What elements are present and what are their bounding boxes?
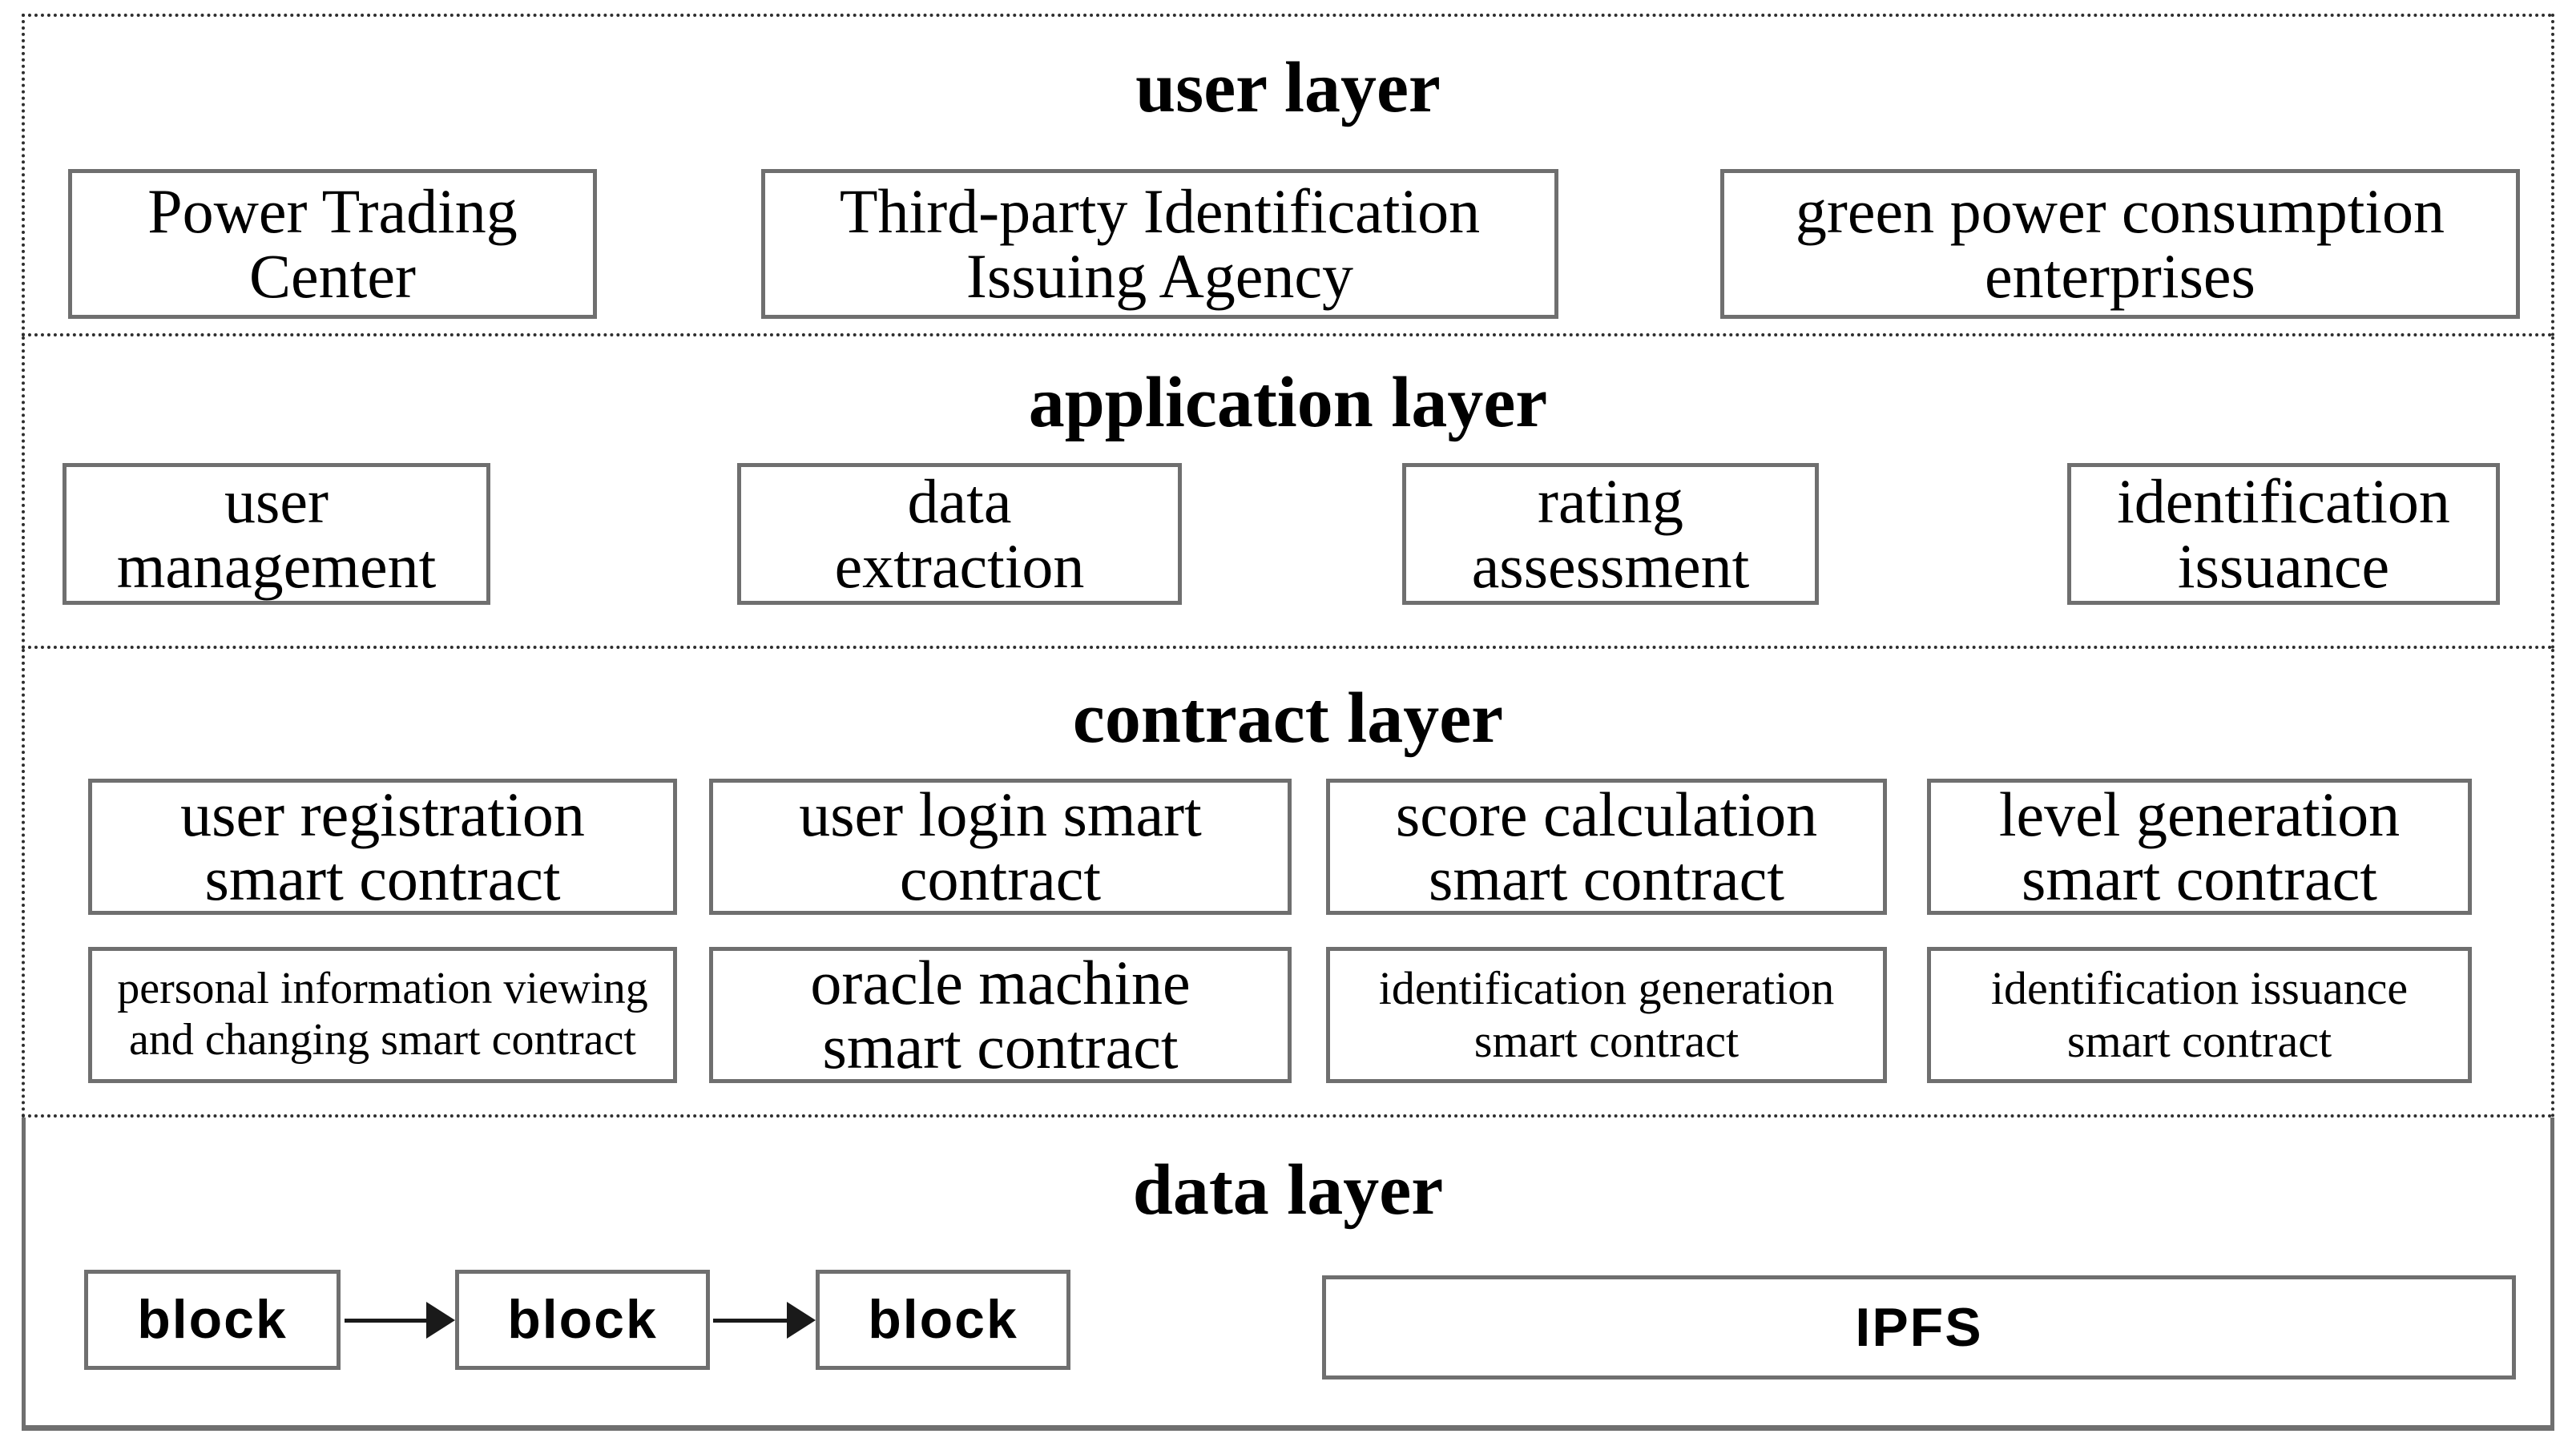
box-identification-generation-smart-contract: identification generation smart contract bbox=[1326, 947, 1887, 1083]
user-layer-title: user layer bbox=[1135, 48, 1441, 127]
box-score-calculation-smart-contract: score calculation smart contract bbox=[1326, 779, 1887, 915]
box-personal-information-viewing-and-changing-smart-contract: personal information viewing and changin… bbox=[88, 947, 677, 1083]
box-user-management: user management bbox=[62, 463, 490, 605]
box-identification-issuance-smart-contract: identification issuance smart contract bbox=[1927, 947, 2472, 1083]
user-layer-band: user layer bbox=[22, 14, 2554, 336]
box-user-registration-smart-contract: user registration smart contract bbox=[88, 779, 677, 915]
data-layer-band: data layer bbox=[22, 1118, 2554, 1431]
contract-layer-title: contract layer bbox=[1072, 679, 1504, 758]
box-oracle-machine-smart-contract: oracle machine smart contract bbox=[709, 947, 1292, 1083]
box-level-generation-smart-contract: level generation smart contract bbox=[1927, 779, 2472, 915]
box-data-extraction: data extraction bbox=[737, 463, 1182, 605]
application-layer-band: application layer bbox=[22, 336, 2554, 649]
box-ipfs: IPFS bbox=[1322, 1275, 2516, 1379]
application-layer-title: application layer bbox=[1028, 363, 1548, 442]
arrow-right-icon bbox=[713, 1302, 816, 1339]
box-rating-assessment: rating assessment bbox=[1402, 463, 1819, 605]
box-power-trading-center: Power Trading Center bbox=[68, 169, 597, 319]
arrow-right-icon bbox=[345, 1302, 455, 1339]
box-block-2: block bbox=[455, 1270, 710, 1370]
box-identification-issuance: identification issuance bbox=[2067, 463, 2500, 605]
data-layer-title: data layer bbox=[1132, 1150, 1444, 1230]
box-block-1: block bbox=[84, 1270, 341, 1370]
box-block-3: block bbox=[816, 1270, 1070, 1370]
contract-layer-band: contract layer bbox=[22, 649, 2554, 1118]
box-third-party-identification-issuing-agency: Third-party Identification Issuing Agenc… bbox=[761, 169, 1558, 319]
box-green-power-consumption-enterprises: green power consumption enterprises bbox=[1720, 169, 2520, 319]
box-user-login-smart-contract: user login smart contract bbox=[709, 779, 1292, 915]
